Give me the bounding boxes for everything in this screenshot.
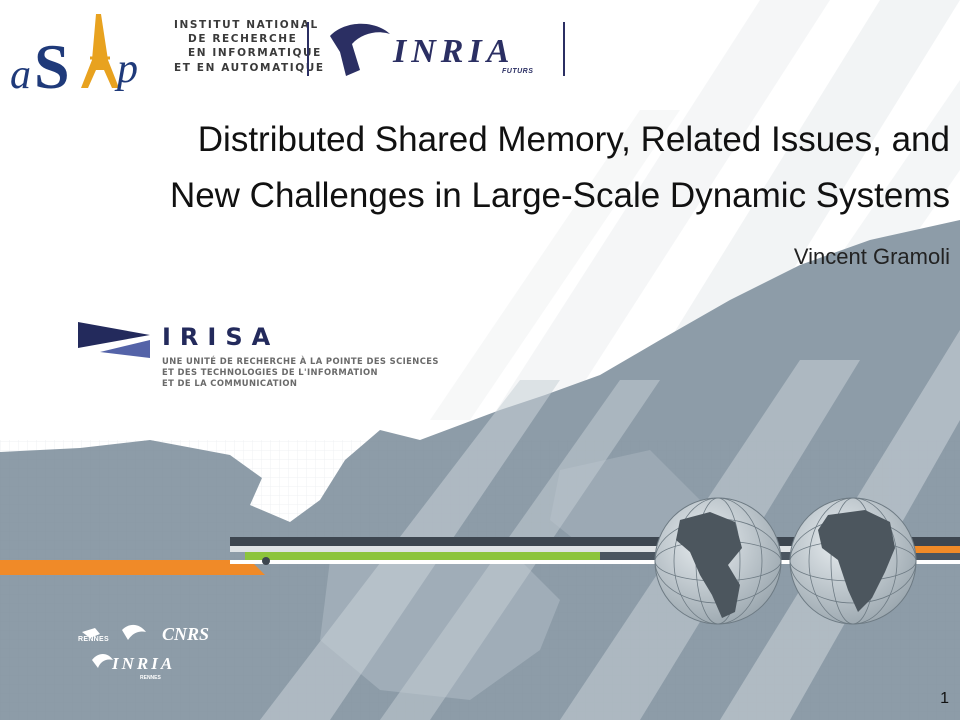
svg-text:S: S — [34, 31, 70, 102]
institut-line: EN INFORMATIQUE — [188, 47, 322, 60]
inria-logo-subtitle: FUTURS — [502, 68, 534, 75]
irisa-tagline-line: ET DE LA COMMUNICATION — [162, 378, 298, 388]
inria-rennes-logo-subtitle: RENNES — [140, 675, 161, 681]
globe-americas-icon — [654, 497, 782, 625]
inria-logo-text: INRIA — [393, 33, 515, 70]
header-divider — [307, 22, 309, 76]
institut-line: ET EN AUTOMATIQUE — [174, 61, 325, 74]
header-divider — [563, 22, 565, 76]
irisa-tagline-line: UNE UNITÉ DE RECHERCHE À LA POINTE DES S… — [162, 356, 439, 366]
rennes-logo-label: RENNES — [78, 636, 109, 643]
irisa-tagline-line: ET DES TECHNOLOGIES DE L'INFORMATION — [162, 367, 378, 377]
irisa-flag-emblem-icon — [78, 322, 150, 358]
page-number: 1 — [940, 690, 949, 707]
irisa-tagline: UNE UNITÉ DE RECHERCHE À LA POINTE DES S… — [162, 356, 439, 389]
institut-line: DE RECHERCHE — [188, 33, 298, 46]
author-name: Vincent Gramoli — [793, 244, 950, 269]
inria-bird-emblem-icon — [330, 23, 390, 76]
inria-rennes-logo-text: INRIA — [112, 654, 176, 673]
slide-title-line: New Challenges in Large-Scale Dynamic Sy… — [169, 176, 950, 215]
svg-text:p: p — [114, 46, 138, 92]
orange-accent-bar — [0, 560, 265, 575]
slide-title-line: Distributed Shared Memory, Related Issue… — [197, 120, 950, 159]
svg-text:a: a — [10, 52, 31, 98]
asap-logo: a S p — [10, 14, 138, 102]
footer-emblems — [82, 624, 146, 668]
institut-name-block: INSTITUT NATIONAL DE RECHERCHE EN INFORM… — [174, 18, 325, 75]
irisa-logo-text: IRISA — [162, 323, 280, 351]
institut-line: INSTITUT NATIONAL — [174, 19, 319, 31]
cnrs-logo-label: CNRS — [162, 624, 210, 644]
slide-title: Distributed Shared Memory, Related Issue… — [0, 112, 950, 224]
globe-africa-europe-icon — [789, 497, 917, 625]
